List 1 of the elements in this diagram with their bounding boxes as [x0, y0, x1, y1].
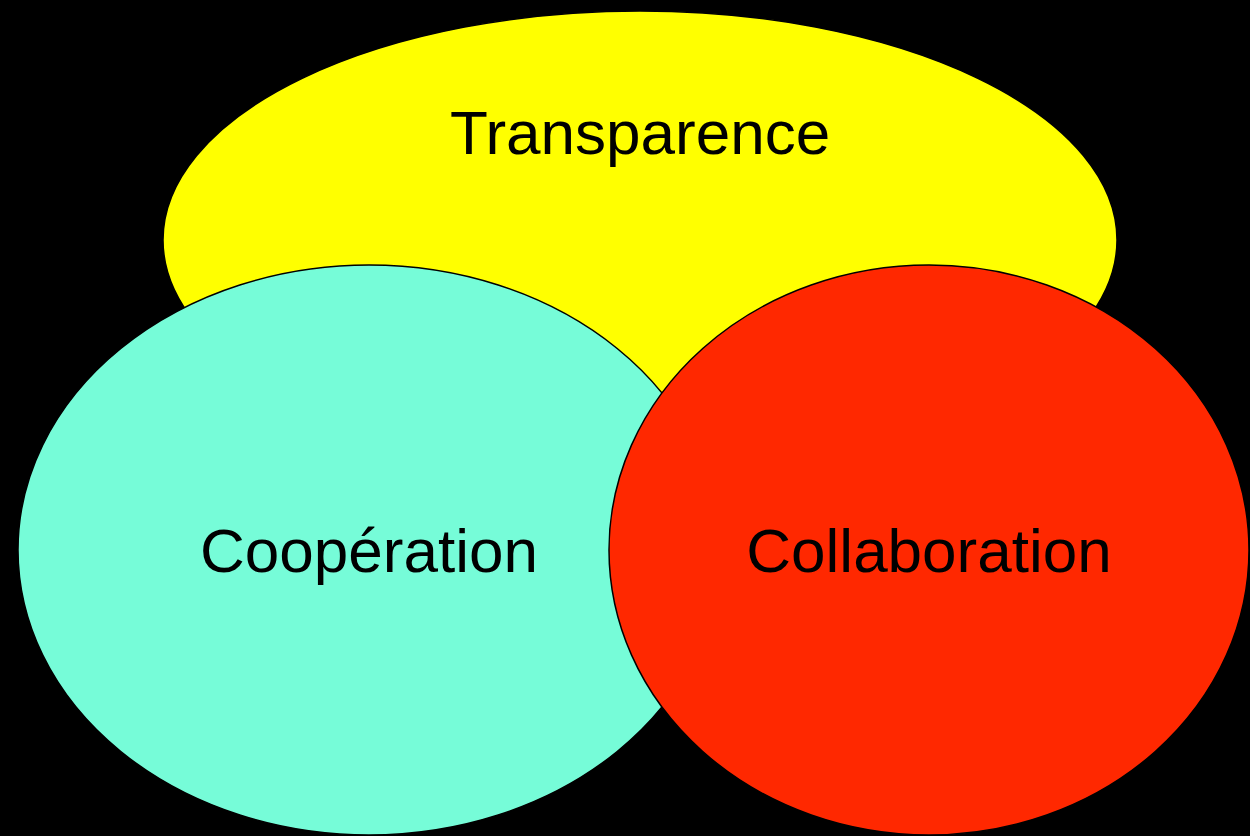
ellipse-label: Collaboration: [746, 520, 1112, 582]
